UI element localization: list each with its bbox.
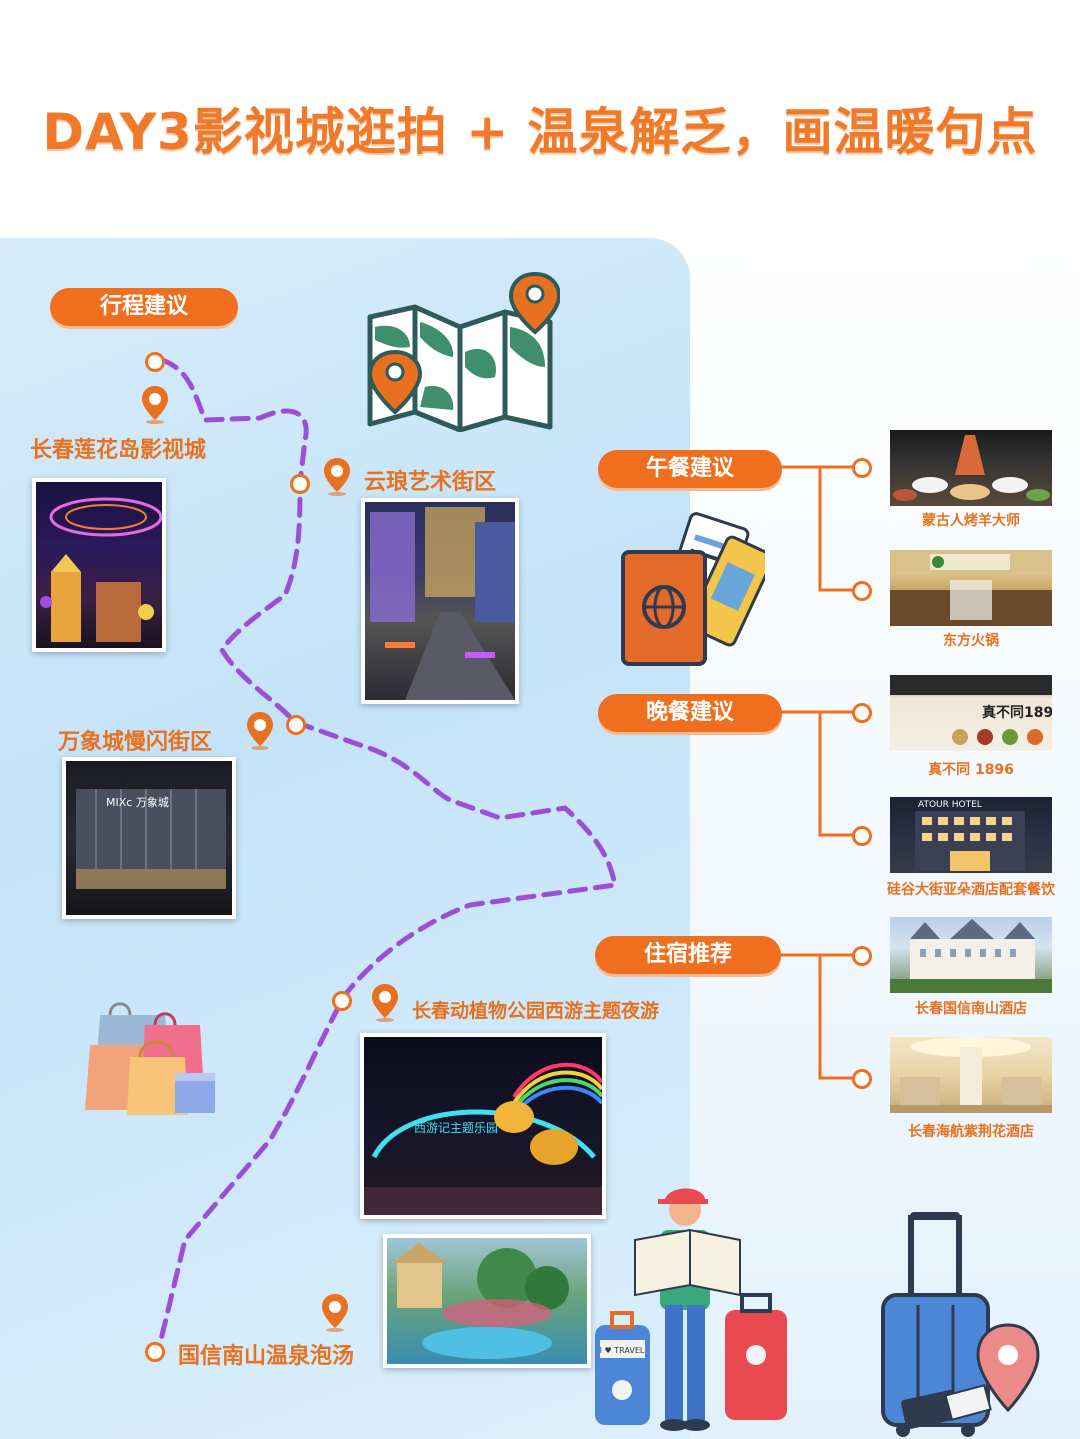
stay-node-1 (852, 946, 872, 966)
shopping-bags-icon (85, 1002, 215, 1115)
photo-lotus-island (32, 478, 166, 652)
thumb-dongfang-hotpot (890, 550, 1052, 626)
place-label-zoo: 长春动植物公园西游主题夜游 (412, 1000, 660, 1022)
route-stop-3 (286, 715, 306, 735)
photo-yunlang (361, 498, 519, 704)
location-pin-icon (324, 458, 350, 496)
place-label-lotus-island: 长春莲花岛影视城 (30, 438, 207, 463)
dinner-item-1: 真不同 1896 (928, 762, 1014, 778)
photo-mixc: MIXc 万象城 (62, 757, 236, 919)
place-label-yunlang: 云琅艺术街区 (364, 470, 497, 495)
page-title: DAY3影视城逛拍 + 温泉解乏，画温暖句点 (42, 103, 1038, 161)
dinner-connector (780, 710, 855, 837)
route-stop-1 (145, 352, 165, 372)
dinner-label: 晚餐建议 (598, 694, 782, 732)
thumb-guoxin-hotel (890, 917, 1052, 993)
stay-item-1: 长春国信南山酒店 (915, 1001, 1027, 1017)
traveler-illustration: I ♥ TRAVEL (595, 1188, 787, 1431)
lunch-node-1 (852, 458, 872, 478)
thumb-atour-hotel: ATOUR HOTEL (890, 797, 1052, 873)
atour-sign-text: ATOUR HOTEL (918, 800, 982, 810)
luggage-pin-illustration (881, 1212, 1040, 1437)
travel-sticker-text: I ♥ TRAVEL (600, 1346, 645, 1355)
photo-zoo-night: 西游记主题乐园 (360, 1033, 606, 1219)
location-pin-icon (372, 984, 398, 1022)
itinerary-route-line (155, 357, 618, 1355)
route-stop-4 (332, 991, 352, 1011)
location-pin-icon (247, 712, 273, 750)
mixc-sign-text: MIXc 万象城 (106, 796, 169, 809)
lunch-node-2 (852, 581, 872, 601)
location-pin-icon (142, 386, 168, 424)
route-stop-2 (290, 474, 310, 494)
passport-tickets-icon (621, 512, 765, 666)
location-pin-icon (322, 1294, 348, 1332)
itinerary-label: 行程建议 (50, 288, 238, 326)
folded-map-icon (367, 272, 560, 432)
lunch-item-2: 东方火锅 (943, 633, 999, 649)
lunch-label: 午餐建议 (598, 450, 782, 488)
dinner-node-2 (852, 826, 872, 846)
thumb-hainan-hotel (890, 1037, 1052, 1113)
place-label-mixc: 万象城慢闪街区 (58, 730, 213, 755)
thumb-mongol-bbq (890, 430, 1052, 506)
stay-connector (780, 953, 855, 1080)
stay-label: 住宿推荐 (595, 936, 781, 974)
photo-hotspring (383, 1234, 591, 1368)
dinner-node-1 (852, 703, 872, 723)
dinner-item-2: 硅谷大街亚朵酒店配套餐饮 (887, 882, 1055, 898)
route-stop-5 (145, 1342, 165, 1362)
lunch-connector (780, 465, 855, 592)
zoo-gate-text: 西游记主题乐园 (414, 1121, 498, 1135)
stay-item-2: 长春海航紫荆花酒店 (908, 1124, 1034, 1140)
stay-node-2 (852, 1069, 872, 1089)
lunch-item-1: 蒙古人烤羊大师 (922, 513, 1020, 529)
place-label-hotspring: 国信南山温泉泡汤 (178, 1344, 355, 1369)
